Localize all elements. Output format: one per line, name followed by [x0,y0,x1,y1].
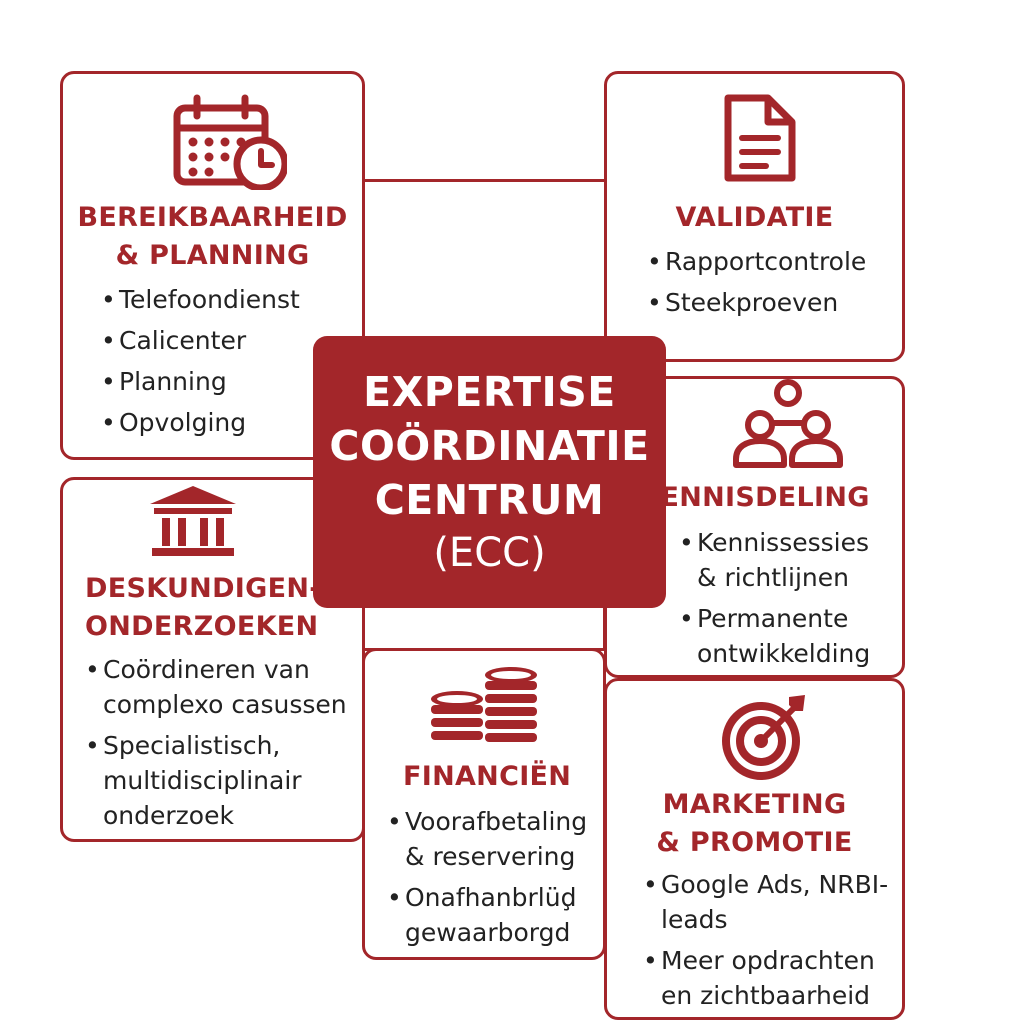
validatie-box: VALIDATIE Rapportcontrole Steekproeven [604,71,905,362]
list-item: Specialistisch, multidisciplinair onderz… [85,728,347,833]
ecc-title: EXPERTISE COÖRDINATIE CENTRUM [329,368,650,524]
calendar-clock-icon [173,94,287,190]
list-item: Onafhanbrlüḑ gewaarborgd [387,880,587,950]
institution-icon [150,486,236,556]
list-item: Permanente ontwikkelding [679,601,870,671]
list-item: Google Ads, NRBI- leads [643,867,888,937]
document-icon [724,94,796,182]
list-item: Planning [101,364,300,399]
list-item: Rapportcontrole [647,244,866,279]
ecc-abbreviation: (ECC) [433,530,546,576]
people-network-icon [733,379,843,468]
onderzoeken-box: DESKUNDIGEN- ONDERZOEKEN Coördineren van… [60,477,365,842]
financien-box: FINANCIËN Voorafbetaling & reservering O… [362,648,606,960]
connector-top [362,179,606,182]
target-arrow-icon [722,695,805,780]
ecc-center-block: EXPERTISE COÖRDINATIE CENTRUM (ECC) [313,336,666,608]
onderzoeken-list: Coördineren van complexo casussen Specia… [85,652,347,839]
planning-list: Telefoondienst Calicenter Planning Opvol… [101,282,300,446]
coins-stack-icon [431,667,537,742]
planning-title: BEREIKBAARHEID & PLANNING [77,202,348,271]
list-item: Opvolging [101,405,300,440]
onderzoeken-title: DESKUNDIGEN- ONDERZOEKEN [85,573,321,642]
validatie-list: Rapportcontrole Steekproeven [647,244,866,326]
financien-list: Voorafbetaling & reservering Onafhanbrlü… [387,804,587,956]
marketing-list: Google Ads, NRBI- leads Meer opdrachten … [643,867,888,1019]
list-item: Telefoondienst [101,282,300,317]
list-item: Coördineren van complexo casussen [85,652,347,722]
kennisdeling-list: Kennissessies & richtlijnen Permanente o… [679,525,870,677]
list-item: Kennissessies & richtlijnen [679,525,870,595]
marketing-box: MARKETING & PROMOTIE Google Ads, NRBI- l… [604,678,905,1020]
financien-title: FINANCIËN [403,761,572,792]
list-item: Steekproeven [647,285,866,320]
list-item: Voorafbetaling & reservering [387,804,587,874]
marketing-title: MARKETING & PROMOTIE [656,789,853,858]
validatie-title: VALIDATIE [675,202,834,233]
list-item: Meer opdrachten en zichtbaarheid [643,943,888,1013]
kennisdeling-title: KENNISDELING [639,482,870,513]
list-item: Calicenter [101,323,300,358]
